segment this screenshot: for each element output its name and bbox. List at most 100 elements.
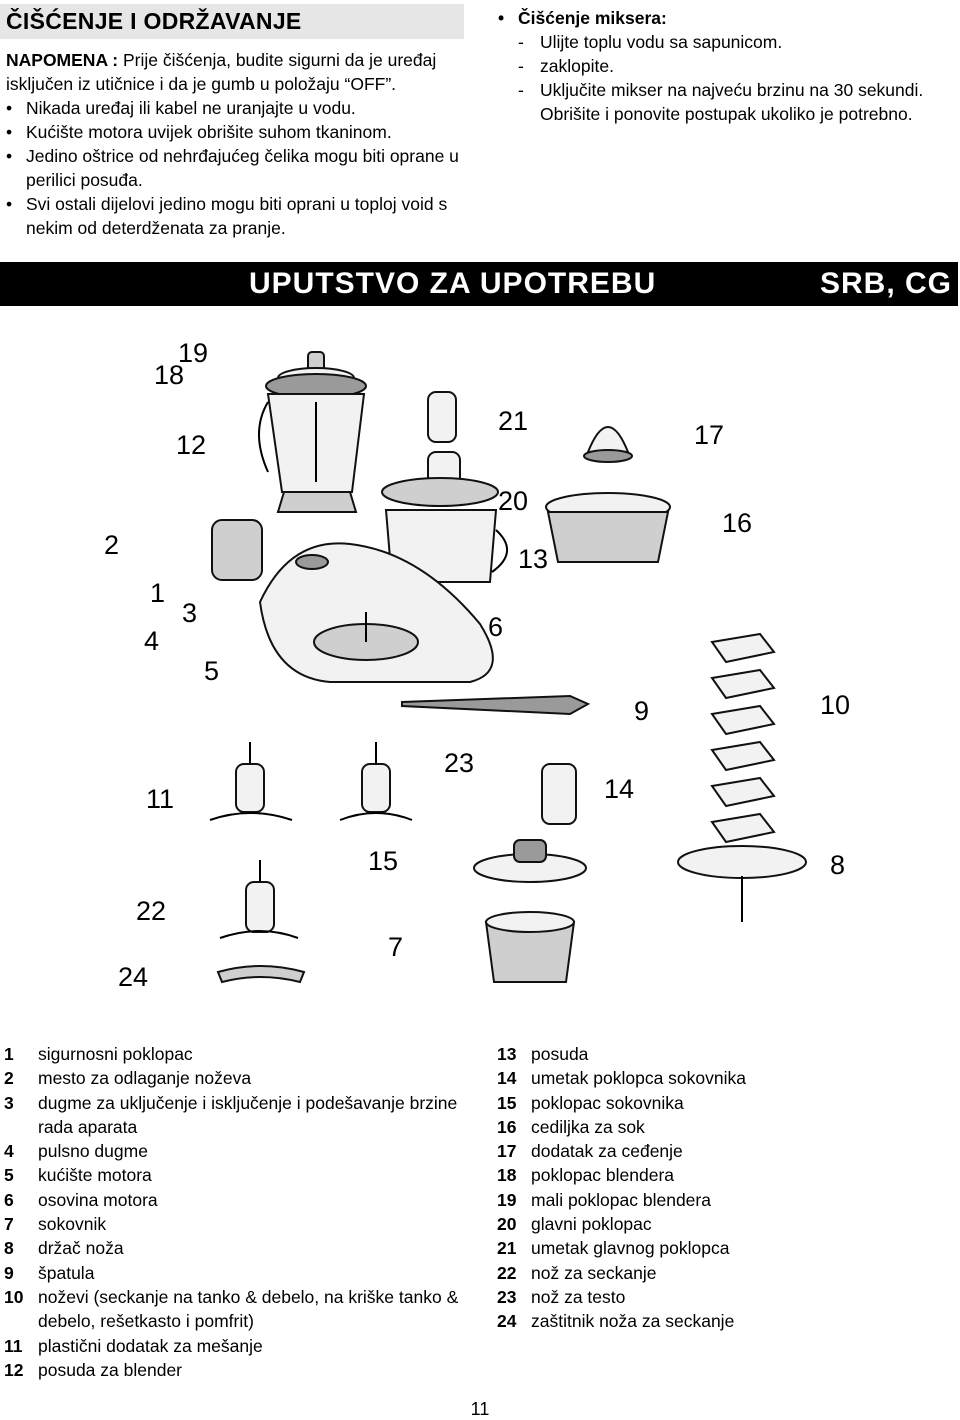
legend-number: 12 (4, 1359, 24, 1380)
callout-9: 9 (634, 696, 649, 726)
blender-jug-illustration (258, 351, 367, 513)
legend-row: 19 mali poklopac blendera (497, 1188, 797, 1212)
banner-title: UPUTSTVO ZA UPOTREBU (249, 267, 657, 300)
callout-11: 11 (146, 784, 174, 814)
mixer-heading: Čišćenje miksera: (498, 6, 953, 30)
note-text: Prije čišćenja, budite sigurni da je ure… (6, 50, 437, 94)
note-label: NAPOMENA : (6, 50, 119, 70)
legend-number: 21 (497, 1238, 517, 1259)
legend-label: poklopac sokovnika (531, 1092, 684, 1113)
legend-number: 11 (4, 1335, 23, 1356)
legend-number: 15 (497, 1092, 517, 1113)
callout-16: 16 (722, 508, 752, 538)
callout-13: 13 (518, 544, 548, 574)
page-number: 11 (470, 1399, 490, 1419)
legend-label: sokovnik (38, 1214, 107, 1235)
bullet-item: Kućište motora uvijek obrišite suhom tka… (6, 120, 466, 144)
legend-number: 4 (4, 1141, 14, 1162)
blade-holder-illustration (677, 845, 807, 922)
legend-row: 18 poklopac blendera (497, 1163, 797, 1187)
legend-label: cediljka za sok (531, 1116, 645, 1137)
callout-10: 10 (820, 690, 850, 720)
legend-row: 22 nož za seckanje (497, 1261, 797, 1285)
legend-label: sigurnosni poklopac (38, 1044, 193, 1064)
mixer-cleaning: Čišćenje miksera: -Ulijte toplu vodu sa … (498, 6, 953, 126)
legend-row: 15 poklopac sokovnika (497, 1091, 797, 1115)
mixer-step: -zaklopite. (518, 56, 614, 76)
bullet-item: Svi ostali dijelovi jedino mogu biti opr… (6, 192, 466, 240)
legend-number: 5 (4, 1165, 14, 1186)
callout-1: 1 (150, 578, 165, 608)
legend-number: 7 (4, 1214, 14, 1235)
callout-14: 14 (604, 774, 634, 804)
cleaning-bullets: Nikada uređaj ili kabel ne uranjajte u v… (6, 96, 466, 240)
mixer-step: -Uključite mikser na najveću brzinu na 3… (518, 80, 924, 124)
legend-label: osovina motora (38, 1189, 158, 1210)
chopping-blade-illustration (216, 860, 306, 984)
section-title-box: ČIŠĆENJE I ODRŽAVANJE (0, 4, 464, 39)
callout-24: 24 (118, 962, 148, 992)
legend-row: 9 špatula (4, 1261, 474, 1285)
legend-label: poklopac blendera (531, 1165, 675, 1186)
legend-number: 6 (4, 1189, 14, 1210)
legend-row: 1 sigurnosni poklopac (4, 1042, 474, 1066)
legend-label: dodatak za ceđenje (531, 1141, 683, 1162)
callout-5: 5 (204, 656, 219, 686)
legend-row: 24 zaštitnik noža za seckanje (497, 1309, 797, 1333)
callout-22: 22 (136, 896, 166, 926)
legend-row: 16 cediljka za sok (497, 1115, 797, 1139)
banner-language: SRB, CG (819, 267, 952, 300)
bullet-item: Nikada uređaj ili kabel ne uranjajte u v… (6, 96, 466, 120)
legend-number: 18 (497, 1165, 517, 1186)
callout-17: 17 (694, 420, 724, 450)
bullet-item: Jedino oštrice od nehrđajućeg čelika mog… (6, 144, 466, 192)
legend-number: 24 (497, 1311, 517, 1332)
legend-label: mesto za odlaganje noževa (38, 1068, 252, 1089)
bowl-illustration (381, 391, 508, 583)
juicer-illustration (473, 763, 587, 983)
legend-row: 6 osovina motora (4, 1188, 474, 1212)
callout-3: 3 (182, 598, 197, 628)
legend-number: 19 (497, 1189, 517, 1210)
legend-row: 7 sokovnik (4, 1212, 474, 1236)
legend-label: noževi (seckanje na tanko & debelo, na k… (38, 1286, 459, 1332)
mixer-step-text: Uključite mikser na najveću brzinu na 30… (540, 80, 924, 124)
mixer-step: -Ulijte toplu vodu sa sapunicom. (518, 32, 783, 52)
callout-18: 18 (154, 360, 184, 390)
legend-label: posuda za blender (38, 1359, 182, 1380)
legend-label: umetak poklopca sokovnika (531, 1068, 746, 1089)
legend-label: dugme za uključenje i isključenje i pode… (38, 1092, 458, 1137)
callout-21: 21 (498, 406, 528, 436)
legend-number: 17 (497, 1141, 517, 1162)
legend-label: pulsno dugme (38, 1141, 148, 1162)
legend-number: 9 (4, 1262, 14, 1283)
legend-number: 20 (497, 1214, 517, 1235)
callout-8: 8 (830, 850, 845, 880)
legend-label: mali poklopac blendera (531, 1189, 711, 1210)
legend-label: glavni poklopac (531, 1214, 652, 1235)
citrus-press-illustration (545, 426, 671, 563)
legend-number: 16 (497, 1116, 517, 1137)
callout-15: 15 (368, 846, 398, 876)
blade-discs-illustration (710, 632, 776, 844)
legend-number: 1 (4, 1044, 14, 1064)
legend-label: zaštitnik noža za seckanje (531, 1311, 735, 1332)
legend-number: 22 (497, 1262, 517, 1283)
legend-label: špatula (38, 1262, 95, 1283)
callout-20: 20 (498, 486, 528, 516)
legend-label: nož za seckanje (531, 1262, 657, 1283)
manual-banner: UPUTSTVO ZA UPOTREBU SRB, CG (0, 262, 958, 306)
legend-number: 23 (497, 1286, 517, 1307)
parts-diagram: 19 18 12 21 17 20 16 2 13 1 3 6 4 5 10 9… (104, 338, 850, 992)
cleaning-notes: NAPOMENA : Prije čišćenja, budite sigurn… (6, 48, 466, 240)
mixer-step-text: zaklopite. (540, 56, 614, 76)
callout-23: 23 (444, 748, 474, 778)
mixing-attachment-illustration (209, 742, 293, 821)
note-paragraph: NAPOMENA : Prije čišćenja, budite sigurn… (6, 48, 466, 96)
